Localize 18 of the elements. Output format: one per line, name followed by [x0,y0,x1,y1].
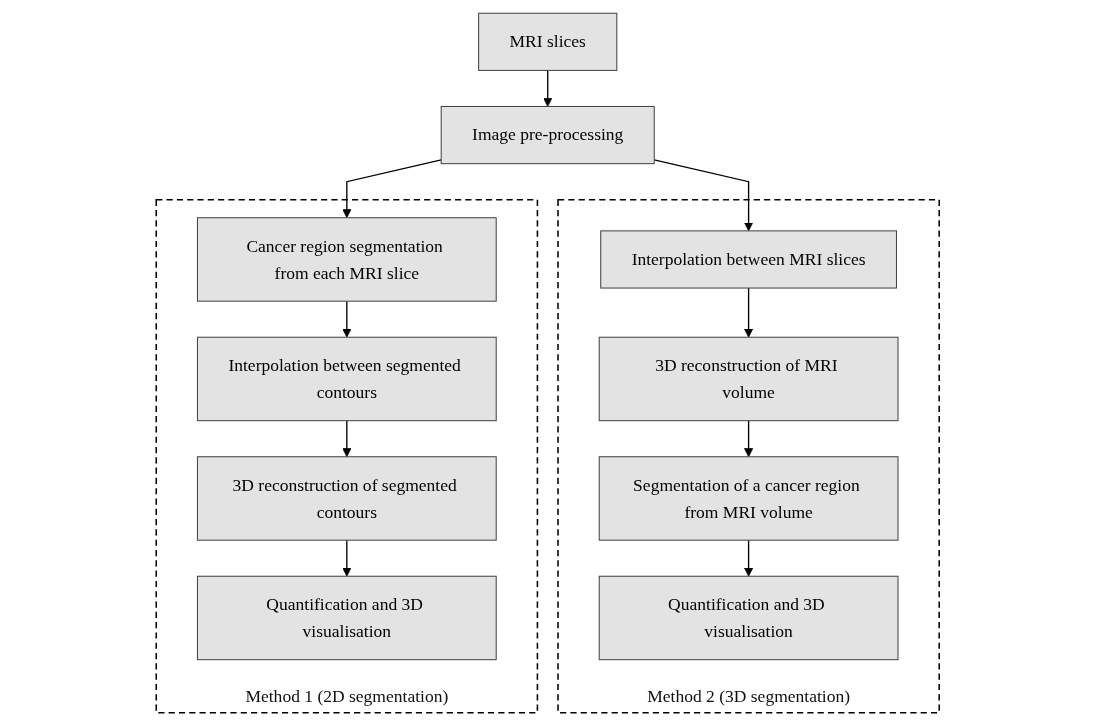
arrow [744,287,754,338]
node-box: Quantification and 3D visualisation [599,575,899,661]
node-box: Interpolation between MRI slices [600,230,898,289]
node-box: Segmentation of a cancer region from MRI volume [599,456,899,541]
arrow [543,69,553,107]
node-box: Interpolation between segmented contours [197,336,497,422]
node-box: MRI slices [478,12,618,71]
arrow [744,420,754,458]
node-box: Quantification and 3D visualisation [197,575,497,661]
node-box: 3D reconstruction of MRI volume [599,336,899,422]
node-box: 3D reconstruction of segmented contours [197,456,497,541]
arrow [342,539,352,577]
arrow [342,300,352,338]
node-box: Cancer region segmentation from each MRI slice [197,217,497,302]
arrow [342,420,352,458]
arrow [744,539,754,577]
arrow [653,159,754,232]
node-box: Image pre-processing [440,105,656,165]
